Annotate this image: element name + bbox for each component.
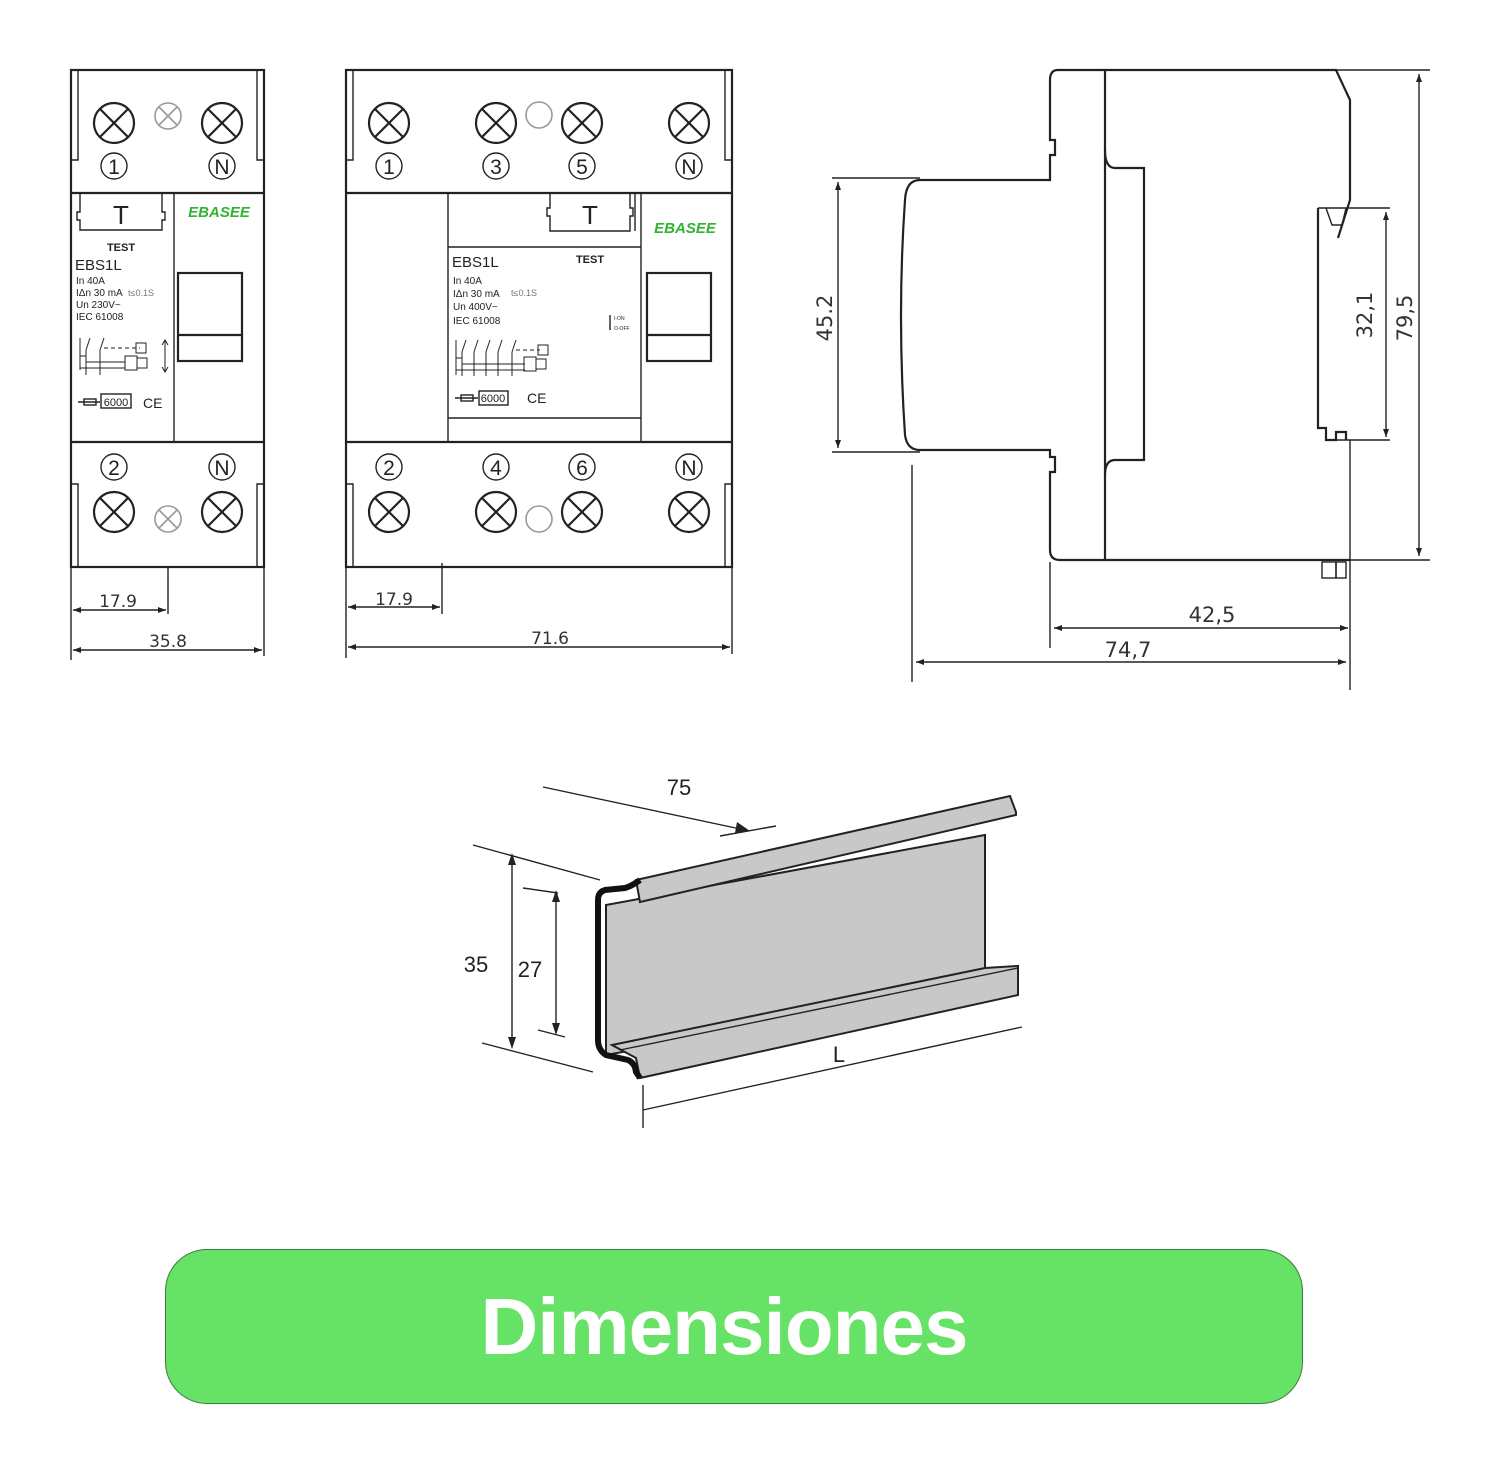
indicator-hole-icon <box>525 101 553 129</box>
dim-depth-total: 74,7 <box>1105 638 1152 662</box>
terminal-label: 2 <box>383 457 395 480</box>
terminal-screw-icon <box>92 490 136 534</box>
spec-residual: IΔn 30 mA <box>453 289 500 300</box>
dim-module-width: 17.9 <box>375 590 413 610</box>
breaker-side-view: 45.2 32,1 79,5 42,5 74,7 <box>813 68 1430 690</box>
breaker-2p-front-view: 1 N T TEST EBASEE EBS1L In 40A IΔn 30 mA… <box>69 68 266 660</box>
terminal-screw-icon <box>154 505 182 533</box>
terminal-screw-icon <box>560 101 604 145</box>
terminal-label: 4 <box>490 457 502 480</box>
terminal-screw-icon <box>667 490 711 534</box>
dim-rail-inner-height: 27 <box>518 957 542 982</box>
terminal-screw-icon <box>474 490 518 534</box>
terminal-screw-icon <box>667 101 711 145</box>
dim-module-width: 17.9 <box>99 592 137 612</box>
wiring-schematic-icon <box>455 339 549 376</box>
test-button-label: T <box>582 200 598 230</box>
ce-mark: CE <box>527 390 546 406</box>
terminal-label: N <box>214 156 229 179</box>
spec-current: In 40A <box>453 276 482 287</box>
breaking-capacity: 6000 <box>481 393 505 405</box>
test-label: TEST <box>107 242 135 254</box>
spec-standard: IEC 61008 <box>76 312 124 323</box>
off-label: O-OFF <box>614 326 630 332</box>
spec-voltage: Un 230V~ <box>76 300 121 311</box>
terminal-screw-icon <box>367 490 411 534</box>
terminal-screw-icon <box>200 490 244 534</box>
wiring-schematic-icon <box>79 337 169 375</box>
dim-total-width: 35.8 <box>149 632 187 652</box>
fuse-icon <box>455 394 478 402</box>
on-label: I-ON <box>614 316 625 322</box>
spec-voltage: Un 400V~ <box>453 302 498 313</box>
terminal-label: 1 <box>383 156 395 179</box>
dim-depth-body: 42,5 <box>1189 603 1236 627</box>
dimensions-banner: Dimensiones <box>165 1249 1303 1404</box>
dim-rail-outer-height: 35 <box>464 952 488 977</box>
breaking-capacity: 6000 <box>104 397 128 409</box>
breaker-4p-front-view: 1 3 5 N T TEST EBASEE EBS1L In 40A IΔn 3… <box>344 68 734 658</box>
din-rail-drawing: 75 35 27 L <box>464 775 1023 1128</box>
dim-total-width: 71.6 <box>531 629 569 649</box>
brand-logo: EBASEE <box>188 204 251 221</box>
terminal-screw-icon <box>560 490 604 534</box>
ce-mark: CE <box>143 395 162 411</box>
spec-trip-time: t≤0.1S <box>128 288 154 298</box>
terminal-label: 5 <box>576 156 588 179</box>
model-label: EBS1L <box>75 257 122 274</box>
spec-current: In 40A <box>76 276 105 287</box>
banner-title: Dimensiones <box>480 1281 969 1371</box>
spec-residual: IΔn 30 mA <box>76 288 123 299</box>
indicator-hole-icon <box>525 505 553 533</box>
test-label: TEST <box>576 254 604 266</box>
terminal-screw-icon <box>154 102 182 130</box>
model-label: EBS1L <box>452 254 499 271</box>
spec-trip-time: t≤0.1S <box>511 288 537 298</box>
spec-standard: IEC 61008 <box>453 316 501 327</box>
dim-rail-clip: 32,1 <box>1353 292 1377 339</box>
dim-rail-length: L <box>833 1042 845 1067</box>
terminal-label: N <box>214 457 229 480</box>
dim-rail-depth: 75 <box>667 775 691 800</box>
test-button-label: T <box>113 200 129 230</box>
terminal-label: 1 <box>108 156 120 179</box>
terminal-screw-icon <box>92 101 136 145</box>
terminal-label: 6 <box>576 457 588 480</box>
dim-front-height: 45.2 <box>813 295 837 342</box>
brand-logo: EBASEE <box>654 220 717 237</box>
terminal-label: 2 <box>108 457 120 480</box>
fuse-icon <box>78 398 100 406</box>
terminal-label: N <box>681 156 696 179</box>
terminal-screw-icon <box>200 101 244 145</box>
terminal-screw-icon <box>367 101 411 145</box>
terminal-screw-icon <box>474 101 518 145</box>
terminal-label: 3 <box>490 156 502 179</box>
terminal-label: N <box>681 457 696 480</box>
dim-total-height: 79,5 <box>1393 295 1417 342</box>
